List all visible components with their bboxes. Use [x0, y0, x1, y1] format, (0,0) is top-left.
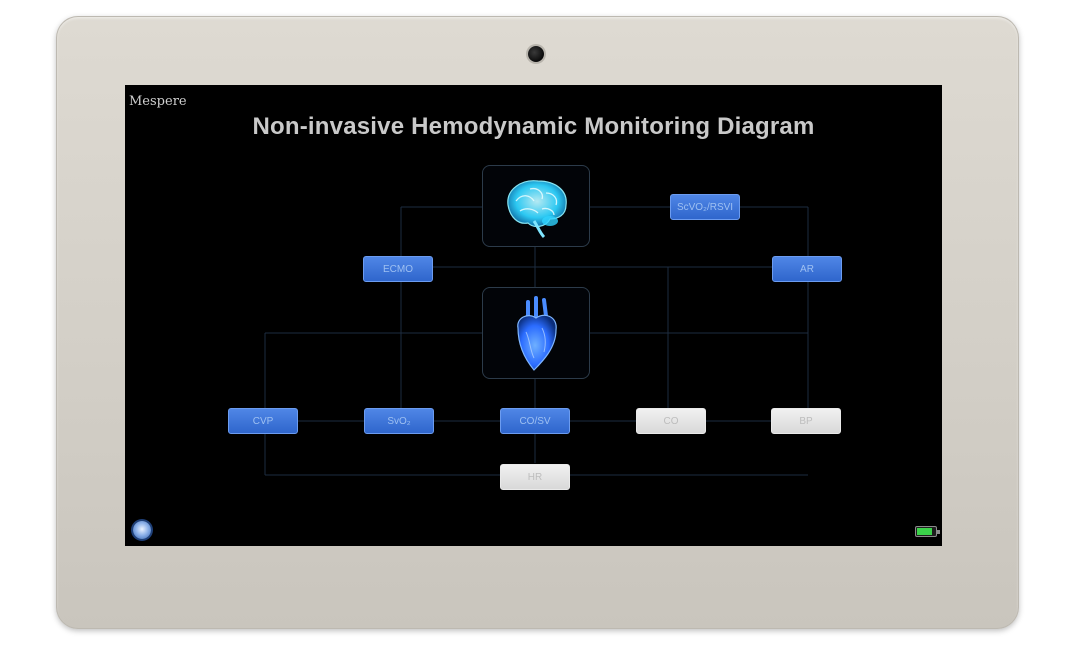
home-icon[interactable] — [133, 521, 151, 539]
screen: Mespere Non-invasive Hemodynamic Monitor… — [125, 85, 942, 546]
co-button[interactable]: CO — [636, 408, 706, 434]
front-camera — [528, 46, 544, 62]
cvp-button[interactable]: CVP — [228, 408, 298, 434]
scvo2-rsvi-button[interactable]: ScVO₂/RSVI — [670, 194, 740, 220]
battery-icon — [915, 526, 940, 537]
bp-button[interactable]: BP — [771, 408, 841, 434]
heart-icon — [506, 292, 566, 374]
hr-button[interactable]: HR — [500, 464, 570, 490]
brand-logo: Mespere — [129, 94, 187, 109]
ar-button[interactable]: AR — [772, 256, 842, 282]
ecmo-button[interactable]: ECMO — [363, 256, 433, 282]
brain-panel — [482, 165, 590, 247]
svo2-button[interactable]: SvO₂ — [364, 408, 434, 434]
co-sv-button[interactable]: CO/SV — [500, 408, 570, 434]
page-title: Non-invasive Hemodynamic Monitoring Diag… — [252, 113, 815, 140]
heart-panel — [482, 287, 590, 379]
brain-icon — [494, 171, 578, 241]
